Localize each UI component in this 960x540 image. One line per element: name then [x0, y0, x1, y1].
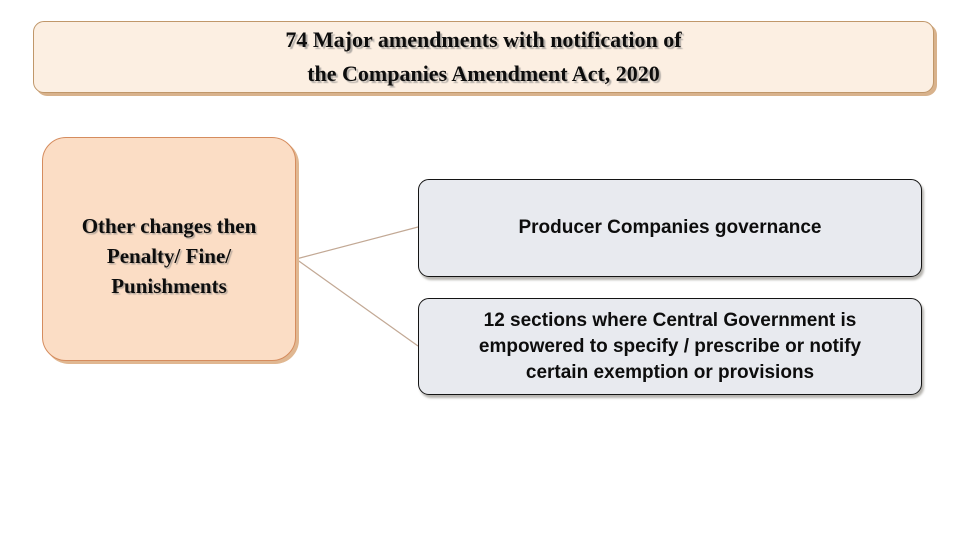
connector-line-top: [295, 226, 419, 260]
left-node-line-1: Other changes then: [81, 214, 257, 238]
title-banner: 74 Major amendments with notification of…: [33, 21, 934, 93]
connector-line-bottom: [295, 258, 419, 347]
slide-title-line-1: 74 Major amendments with notification of: [285, 27, 682, 52]
sections-node-line-2: empowered to specify / prescribe or noti…: [478, 335, 862, 357]
sections-node-line-1: 12 sections where Central Government is: [483, 309, 857, 331]
right-node-12-sections: 12 sections where Central Government is …: [418, 298, 922, 395]
left-node-other-changes: Other changes then Penalty/ Fine/ Punish…: [42, 137, 296, 361]
sections-node-line-3: certain exemption or provisions: [525, 361, 815, 383]
left-node-line-2: Penalty/ Fine/: [106, 244, 232, 268]
left-node-line-3: Punishments: [111, 274, 227, 298]
slide-title-line-2: the Companies Amendment Act, 2020: [307, 61, 660, 86]
producer-node-label: Producer Companies governance: [518, 217, 822, 238]
right-node-producer-governance: Producer Companies governance: [418, 179, 922, 277]
